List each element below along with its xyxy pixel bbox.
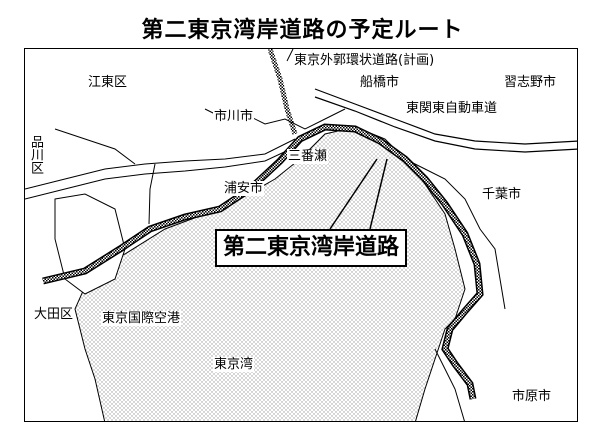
label-ota: 大田区 [33,307,75,322]
coast-south [434,348,465,421]
label-shinagawa: 品川区 [27,135,44,174]
map-frame: 東京外郭環状道路(計画) 江東区 市川市 船橋市 習志野市 東関東自動車道 品川… [24,48,578,422]
road-west [25,138,296,190]
label-tokyo-bay: 東京湾 [213,357,255,372]
map-title: 第二東京湾岸道路の予定ルート [141,18,464,43]
label-koto: 江東区 [87,75,129,90]
leader-line-1 [329,158,378,230]
map-canvas [25,49,577,421]
kanto-expressway-2 [314,96,577,153]
leader-line-2 [369,158,388,230]
label-urayasu: 浦安市 [223,181,265,196]
kanto-expressway [314,88,577,145]
landfill-west [54,193,126,295]
label-higashikanto: 東関東自動車道 [405,101,499,116]
label-sanbanze: 三番瀬 [287,149,329,164]
road-west-2 [25,146,296,200]
label-ichihara: 市原市 [511,389,553,404]
label-funabashi: 船橋市 [359,75,401,90]
arakawa-river [148,163,156,225]
shore-east [404,158,506,310]
label-chiba: 千葉市 [481,187,523,202]
label-haneda: 東京国際空港 [101,311,182,326]
edogawa-river [267,49,298,135]
label-narashino: 習志野市 [503,75,558,90]
label-ichikawa: 市川市 [213,109,255,124]
wards-boundary [54,128,136,165]
gaikan-line [286,49,294,62]
route-name-label: 第二東京湾岸道路 [215,229,408,267]
label-gaikan: 東京外郭環状道路(計画) [293,53,436,68]
